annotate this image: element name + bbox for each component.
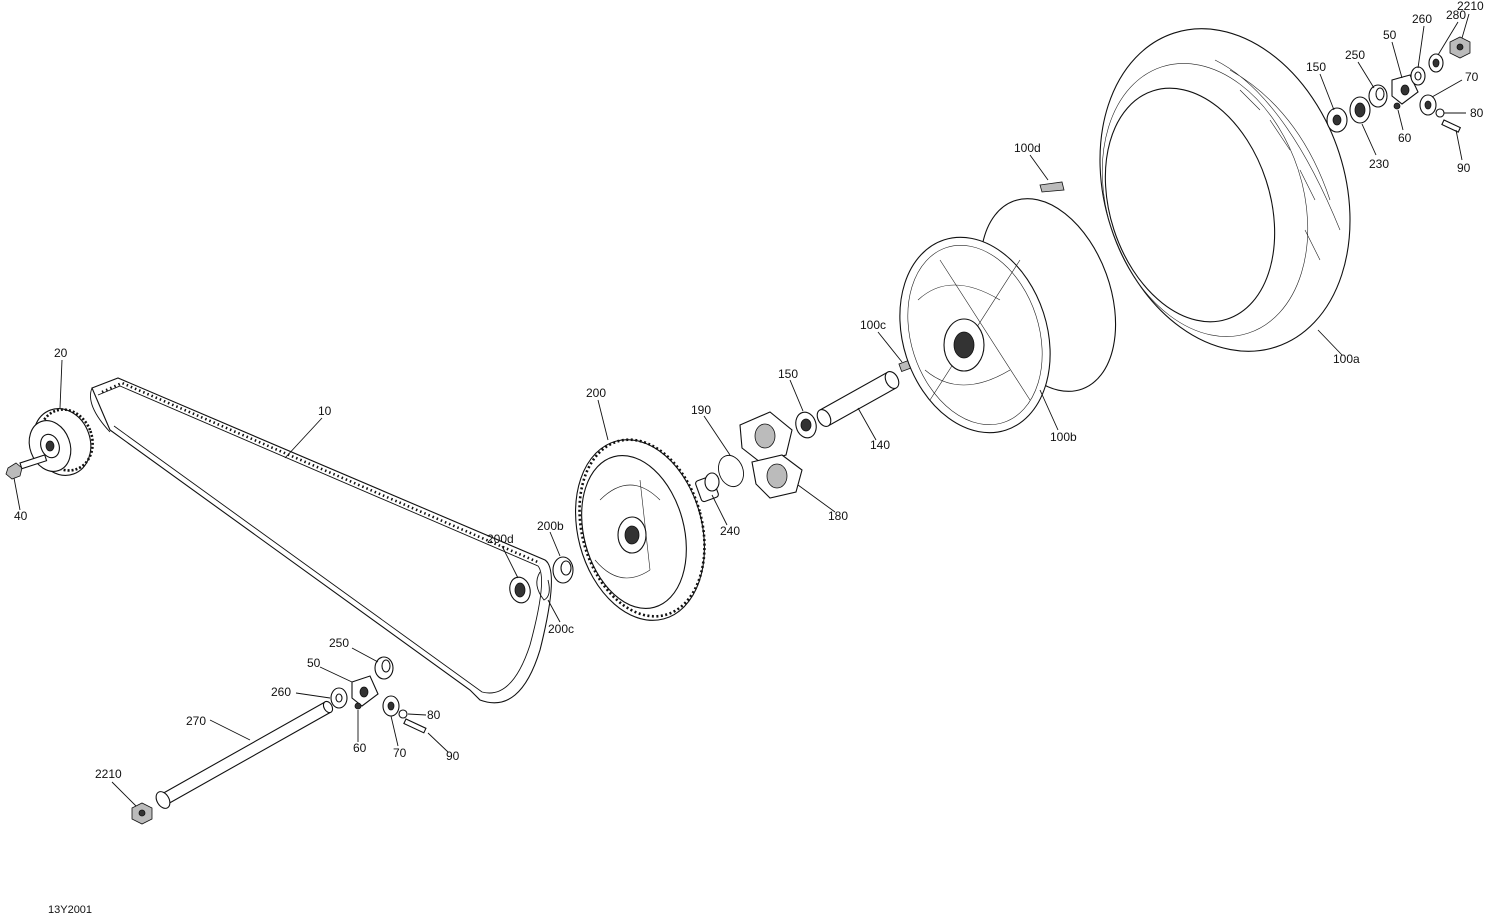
callout-190: 190: [691, 403, 711, 417]
leader-lines: [13, 13, 1470, 807]
nut-2210-bot: [131, 802, 153, 825]
bolt-90-bot: [403, 718, 427, 734]
drive-belt: [90, 377, 552, 704]
washer-260-top: [1410, 66, 1426, 86]
callout-270: 270: [186, 714, 206, 728]
callout-260-bot: 260: [271, 685, 291, 699]
callout-200: 200: [586, 386, 606, 400]
callout-200d: 200d: [487, 532, 514, 546]
spacer-240: [695, 472, 720, 503]
callout-250-top: 250: [1345, 48, 1365, 62]
nut-2210-top: [1449, 36, 1471, 59]
figure-id: 13Y2001: [48, 904, 93, 916]
callout-180: 180: [828, 509, 848, 523]
callout-200c: 200c: [548, 622, 574, 636]
callout-260-top: 260: [1412, 12, 1432, 26]
callout-140: 140: [870, 438, 890, 452]
callout-60-bot: 60: [353, 741, 367, 755]
washer-260-bot: [330, 687, 348, 709]
bearing-150-top: [1326, 107, 1348, 133]
callout-50-bot: 50: [307, 656, 321, 670]
o-ring-190: [718, 454, 744, 488]
callout-100a: 100a: [1333, 352, 1360, 366]
callout-50-top: 50: [1383, 28, 1397, 42]
callout-250-bot: 250: [329, 636, 349, 650]
cush-rubber-upper: [739, 411, 793, 463]
callout-20: 20: [54, 346, 68, 360]
plate-70-top: [1419, 94, 1437, 116]
washer-60-top: [1393, 102, 1401, 110]
callout-2210-bot: 2210: [95, 767, 122, 781]
callout-40: 40: [14, 509, 28, 523]
callout-80-bot: 80: [427, 708, 441, 722]
nut-80-top: [1435, 108, 1445, 118]
callout-200b: 200b: [537, 519, 564, 533]
callout-90-top: 90: [1457, 161, 1471, 175]
callout-100b: 100b: [1050, 430, 1077, 444]
circlip-200c: [536, 571, 550, 601]
callout-80-top: 80: [1470, 106, 1484, 120]
callout-10: 10: [318, 404, 332, 418]
bearing-150-mid: [795, 411, 817, 439]
plate-70-bot: [382, 695, 400, 717]
pulley-bolt: [5, 454, 48, 480]
spacer-250-bot: [374, 656, 394, 680]
spacer-200b: [552, 556, 574, 584]
callout-240: 240: [720, 524, 740, 538]
axle-spacer-140: [816, 371, 900, 427]
callout-280: 280: [1446, 8, 1466, 22]
cush-rubber-lower: [751, 454, 803, 499]
axle-270: [155, 700, 334, 809]
callout-230: 230: [1369, 157, 1389, 171]
callout-100c: 100c: [860, 318, 886, 332]
washer-60-bot: [354, 702, 362, 710]
washer-280: [1428, 53, 1444, 73]
callout-70-bot: 70: [393, 746, 407, 760]
callout-90-bot: 90: [446, 749, 460, 763]
balance-weight-100d: [1039, 181, 1065, 193]
wheel-rim: [899, 198, 1117, 434]
bearing-200d: [509, 576, 531, 604]
callout-70-top: 70: [1465, 70, 1479, 84]
seal-230: [1349, 96, 1371, 124]
rear-tire: [1099, 28, 1351, 352]
callout-labels: 2210 260 280 50 250 150 70 80 60 230 90 …: [14, 0, 1484, 781]
bolt-90-top: [1441, 119, 1462, 133]
callout-100d: 100d: [1014, 141, 1041, 155]
nut-80-bot: [398, 709, 408, 719]
idler-pulley: [28, 408, 94, 476]
callout-150-top: 150: [1306, 60, 1326, 74]
adjuster-block-50-top: [1391, 74, 1419, 105]
callout-2210-top: 2210: [1457, 0, 1484, 13]
adjuster-block-50-bot: [351, 675, 379, 707]
callout-60-top: 60: [1398, 131, 1412, 145]
spacer-250-top: [1368, 84, 1388, 108]
callout-150-mid: 150: [778, 367, 798, 381]
rear-sprocket: [575, 438, 706, 621]
